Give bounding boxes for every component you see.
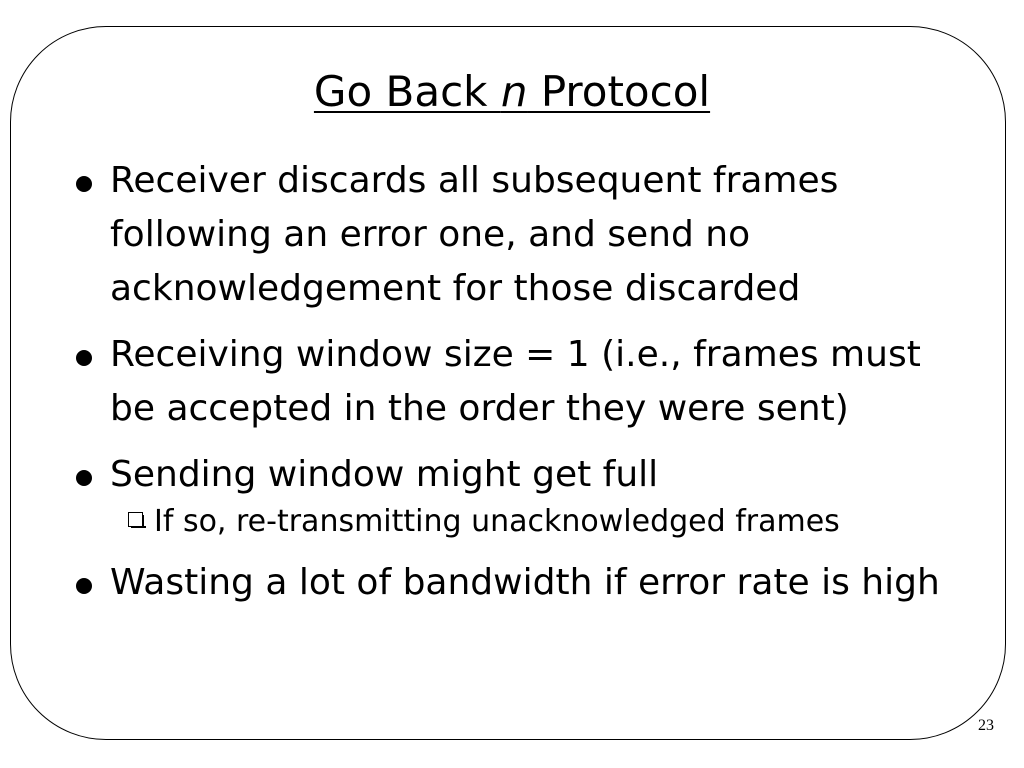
bullet-list: Receiver discards all subsequent frames … (72, 154, 972, 622)
bullet-dot-icon (76, 176, 92, 192)
hollow-square-bullet-icon (128, 512, 146, 528)
bullet-dot-icon (76, 350, 92, 366)
bullet-item: Receiver discards all subsequent frames … (72, 154, 972, 316)
bullet-dot-icon (76, 578, 92, 594)
bullet-text: Wasting a lot of bandwidth if error rate… (110, 562, 940, 603)
bullet-item: Wasting a lot of bandwidth if error rate… (72, 556, 972, 610)
page-number: 23 (978, 717, 994, 734)
sub-bullet-item: If so, re-transmitting unacknowledged fr… (126, 502, 972, 542)
bullet-text: Sending window might get full (110, 454, 659, 495)
title-italic-n: n (500, 67, 528, 116)
bullet-item: Receiving window size = 1 (i.e., frames … (72, 328, 972, 436)
slide-title: Go Back n Protocol (0, 66, 1024, 118)
title-suffix: Protocol (527, 67, 711, 116)
title-prefix: Go Back (313, 67, 501, 116)
bullet-text: Receiver discards all subsequent frames … (110, 160, 839, 309)
bullet-text: Receiving window size = 1 (i.e., frames … (110, 334, 921, 429)
bullet-dot-icon (76, 470, 92, 486)
bullet-item: Sending window might get full (72, 448, 972, 502)
sub-bullet-text: If so, re-transmitting unacknowledged fr… (154, 504, 840, 539)
slide-title-text: Go Back n Protocol (314, 67, 710, 116)
slide-frame (10, 26, 1006, 740)
